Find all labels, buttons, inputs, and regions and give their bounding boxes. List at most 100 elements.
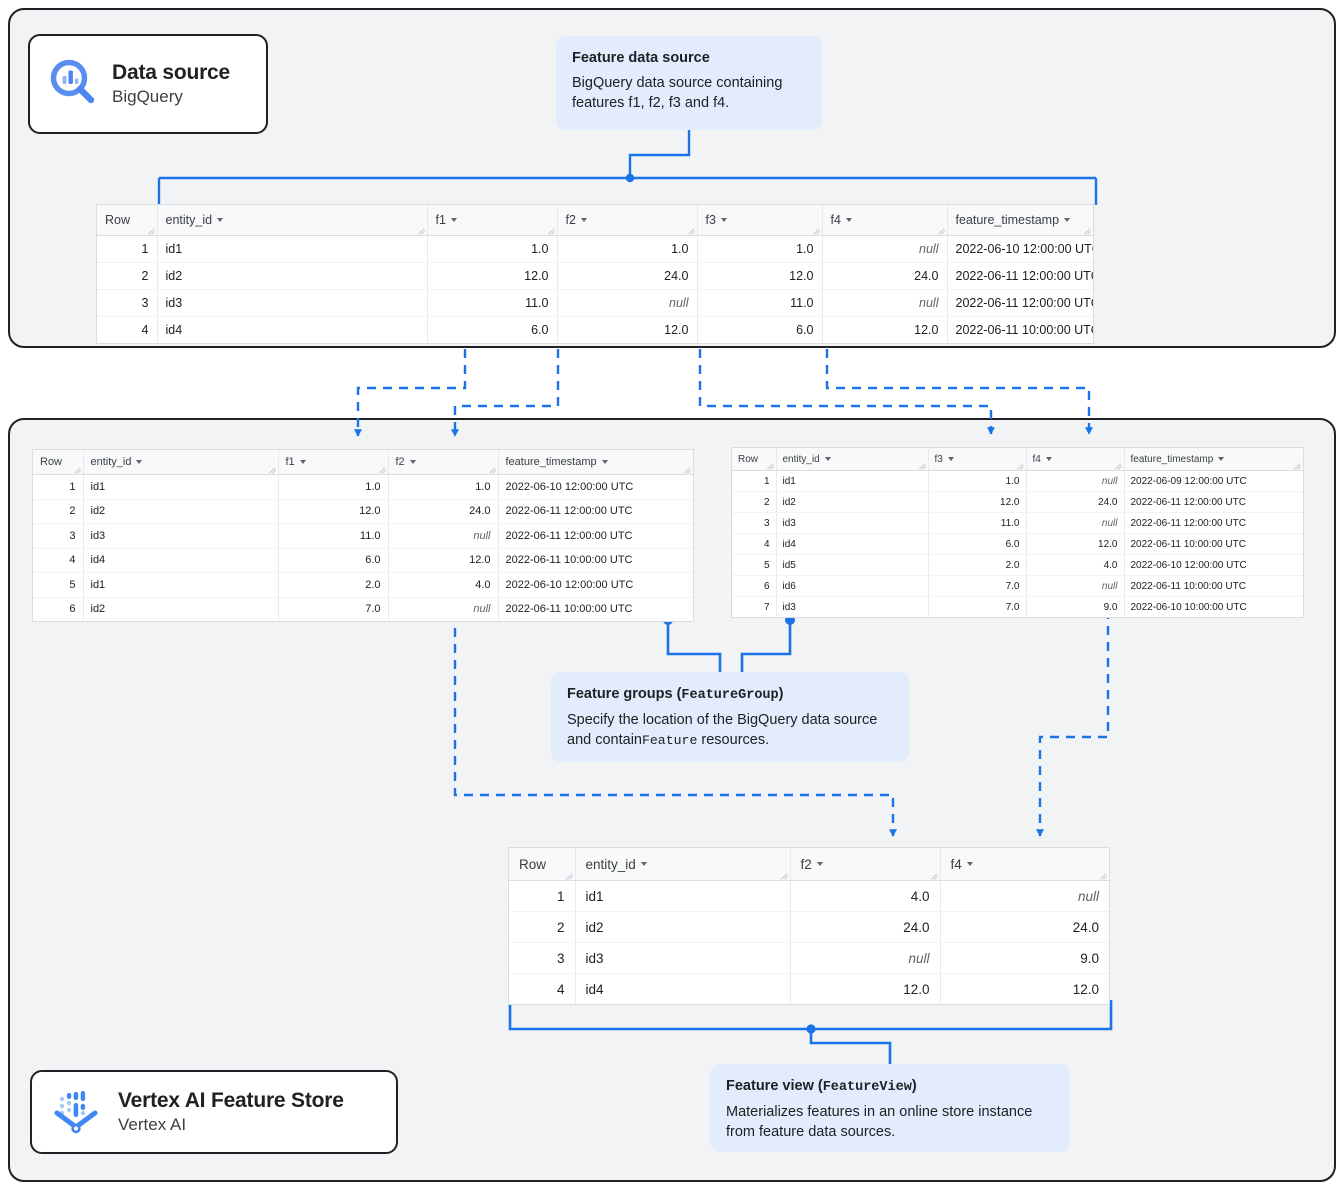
chevron-down-icon[interactable] bbox=[580, 218, 587, 222]
column-header-f4[interactable]: f4 bbox=[822, 205, 948, 236]
column-header-entity_id[interactable]: entity_id bbox=[83, 450, 279, 475]
column-resize-handle[interactable] bbox=[566, 872, 573, 879]
column-resize-handle[interactable] bbox=[688, 227, 695, 234]
column-header-row[interactable]: Row bbox=[33, 450, 84, 475]
column-resize-handle[interactable] bbox=[148, 227, 155, 234]
table-cell-entity_id: id6 bbox=[776, 575, 929, 597]
column-resize-handle[interactable] bbox=[767, 462, 774, 469]
column-resize-handle[interactable] bbox=[931, 872, 938, 879]
column-header-f1[interactable]: f1 bbox=[278, 450, 389, 475]
table-cell-feature_timestamp: 2022-06-11 10:00:00 UTC bbox=[1124, 533, 1303, 555]
column-header-f2[interactable]: f2 bbox=[388, 450, 499, 475]
chevron-down-icon[interactable] bbox=[966, 862, 973, 866]
chevron-down-icon[interactable] bbox=[409, 460, 416, 464]
feature-data-source-callout-body: BigQuery data source containing features… bbox=[572, 75, 783, 111]
column-header-label: entity_id bbox=[90, 456, 132, 468]
chevron-down-icon[interactable] bbox=[1064, 218, 1071, 222]
column-resize-handle[interactable] bbox=[548, 227, 555, 234]
column-header-f3[interactable]: f3 bbox=[697, 205, 823, 236]
chevron-down-icon[interactable] bbox=[640, 862, 647, 866]
chevron-down-icon[interactable] bbox=[720, 218, 727, 222]
chevron-down-icon[interactable] bbox=[845, 218, 852, 222]
column-header-label: entity_id bbox=[585, 856, 636, 872]
chevron-down-icon[interactable] bbox=[947, 457, 954, 461]
chevron-down-icon[interactable] bbox=[136, 460, 143, 464]
feature-groups-body-mono: Feature bbox=[641, 733, 698, 748]
column-header-f4[interactable]: f4 bbox=[940, 848, 1109, 881]
table-cell-feature_timestamp: 2022-06-10 12:00:00 UTC bbox=[1124, 554, 1303, 576]
column-header-f3[interactable]: f3 bbox=[928, 448, 1027, 471]
column-resize-handle[interactable] bbox=[813, 227, 820, 234]
column-header-entity_id[interactable]: entity_id bbox=[776, 448, 929, 471]
column-resize-handle[interactable] bbox=[1017, 462, 1024, 469]
column-header-row[interactable]: Row bbox=[732, 448, 777, 471]
table-cell-row: 1 bbox=[33, 474, 84, 500]
chevron-down-icon[interactable] bbox=[601, 460, 608, 464]
table-cell-entity_id: id4 bbox=[157, 316, 428, 343]
chevron-down-icon[interactable] bbox=[824, 457, 831, 461]
table-cell-f2: null bbox=[388, 523, 499, 549]
table-cell-row: 2 bbox=[509, 911, 576, 943]
column-resize-handle[interactable] bbox=[684, 466, 691, 473]
column-resize-handle[interactable] bbox=[1084, 227, 1091, 234]
chevron-down-icon[interactable] bbox=[1045, 457, 1052, 461]
column-resize-handle[interactable] bbox=[919, 462, 926, 469]
feature-groups-title-mono: FeatureGroup bbox=[681, 688, 779, 703]
column-header-entity_id[interactable]: entity_id bbox=[157, 205, 428, 236]
feature-view-callout-title: Feature view (FeatureView) bbox=[726, 1078, 1054, 1095]
column-header-row[interactable]: Row bbox=[509, 848, 576, 881]
column-header-f2[interactable]: f2 bbox=[790, 848, 941, 881]
column-resize-handle[interactable] bbox=[379, 466, 386, 473]
column-resize-handle[interactable] bbox=[1100, 872, 1107, 879]
column-resize-handle[interactable] bbox=[269, 466, 276, 473]
column-resize-handle[interactable] bbox=[1294, 462, 1301, 469]
chevron-down-icon[interactable] bbox=[450, 218, 457, 222]
column-resize-handle[interactable] bbox=[781, 872, 788, 879]
chevron-down-icon[interactable] bbox=[816, 862, 823, 866]
column-header-f4[interactable]: f4 bbox=[1026, 448, 1125, 471]
column-header-f1[interactable]: f1 bbox=[427, 205, 558, 236]
chevron-down-icon[interactable] bbox=[217, 218, 224, 222]
column-resize-handle[interactable] bbox=[938, 227, 945, 234]
column-header-entity_id[interactable]: entity_id bbox=[575, 848, 791, 881]
table-cell-f1: 12.0 bbox=[278, 499, 389, 524]
table-cell-f4: 24.0 bbox=[1026, 491, 1125, 513]
column-resize-handle[interactable] bbox=[74, 466, 81, 473]
chevron-down-icon[interactable] bbox=[1218, 457, 1225, 461]
column-resize-handle[interactable] bbox=[418, 227, 425, 234]
column-header-row[interactable]: Row bbox=[97, 205, 158, 236]
table-cell-row: 3 bbox=[509, 942, 576, 974]
column-resize-handle[interactable] bbox=[489, 466, 496, 473]
chevron-down-icon[interactable] bbox=[299, 460, 306, 464]
data-source-badge-title: Data source bbox=[112, 61, 231, 85]
table-cell-f2: 12.0 bbox=[388, 548, 499, 573]
table-cell-f4: 12.0 bbox=[822, 316, 948, 343]
column-header-feature_timestamp[interactable]: feature_timestamp bbox=[947, 205, 1093, 236]
column-header-feature_timestamp[interactable]: feature_timestamp bbox=[498, 450, 693, 475]
column-header-f2[interactable]: f2 bbox=[557, 205, 698, 236]
column-header-feature_timestamp[interactable]: feature_timestamp bbox=[1124, 448, 1303, 471]
data-source-badge: Data source BigQuery bbox=[28, 34, 268, 134]
column-resize-handle[interactable] bbox=[1115, 462, 1122, 469]
